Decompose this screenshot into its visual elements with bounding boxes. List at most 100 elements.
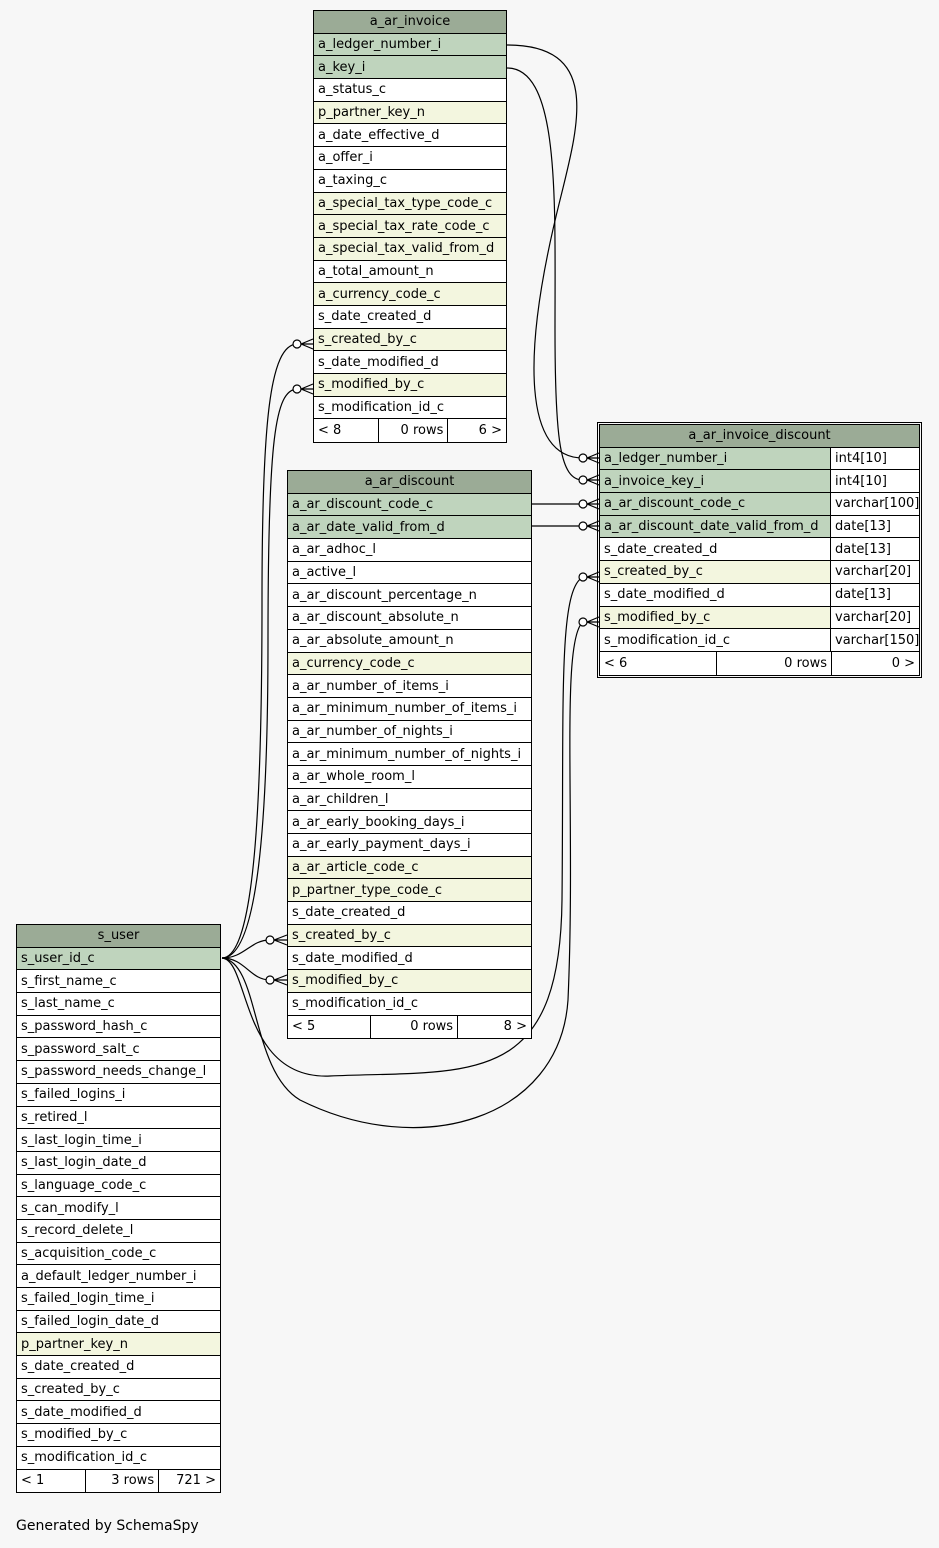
table-header[interactable]: s_user [17, 925, 220, 948]
column-p-partner-key-n[interactable]: p_partner_key_n [17, 1333, 220, 1357]
column-s-modification-id-c[interactable]: s_modification_id_c [314, 396, 506, 420]
column-s-modified-by-c[interactable]: s_modified_by_c [17, 1424, 220, 1447]
column-s-date-created-d[interactable]: s_date_created_d [17, 1356, 220, 1379]
column-a-status-c[interactable]: a_status_c [314, 79, 506, 102]
column-s-created-by-c[interactable]: s_created_by_c [288, 924, 531, 948]
column-s-retired-l[interactable]: s_retired_l [17, 1106, 220, 1130]
column-a-ar-discount-percentage-n[interactable]: a_ar_discount_percentage_n [288, 584, 531, 608]
table-header[interactable]: a_ar_invoice [314, 11, 506, 34]
table-header[interactable]: a_ar_discount [288, 471, 531, 494]
column-s-password-hash-c[interactable]: s_password_hash_c [17, 1015, 220, 1039]
children-link[interactable]: 721 > [176, 1473, 216, 1489]
children-link[interactable]: 0 > [891, 655, 915, 671]
children-link[interactable]: 6 > [478, 423, 502, 439]
link-invoice-created-by [221, 343, 298, 959]
column-s-password-needs-change-l[interactable]: s_password_needs_change_l [17, 1061, 220, 1084]
column-s-modification-id-c[interactable]: s_modification_id_c [288, 992, 531, 1016]
column-type: date[13] [831, 515, 919, 538]
column-type: varchar[20] [831, 606, 919, 629]
column-p-partner-key-n[interactable]: p_partner_key_n [314, 101, 506, 125]
column-s-modified-by-c[interactable]: s_modified_by_c [314, 374, 506, 397]
column-a-ar-early-booking-days-i[interactable]: a_ar_early_booking_days_i [288, 811, 531, 834]
column-a-ar-minimum-number-of-items-i[interactable]: a_ar_minimum_number_of_items_i [288, 697, 531, 721]
column-s-failed-logins-i[interactable]: s_failed_logins_i [17, 1083, 220, 1107]
column-a-ar-discount-code-c[interactable]: a_ar_discount_code_c [288, 493, 531, 517]
column-s-acquisition-code-c[interactable]: s_acquisition_code_c [17, 1242, 220, 1266]
column-s-last-login-date-d[interactable]: s_last_login_date_d [17, 1151, 220, 1175]
column-a-currency-code-c[interactable]: a_currency_code_c [288, 652, 531, 676]
column-a-ar-number-of-items-i[interactable]: a_ar_number_of_items_i [288, 675, 531, 698]
column-s-password-salt-c[interactable]: s_password_salt_c [17, 1038, 220, 1062]
column-s-created-by-c[interactable]: s_created_by_c [314, 328, 506, 352]
parents-link[interactable]: < 8 [314, 419, 380, 443]
column-p-partner-type-code-c[interactable]: p_partner_type_code_c [288, 879, 531, 903]
link-invoice-modified-by [221, 388, 298, 959]
children-link[interactable]: 8 > [503, 1019, 527, 1035]
parents-link[interactable]: < 1 [17, 1469, 87, 1493]
column-s-last-login-time-i[interactable]: s_last_login_time_i [17, 1129, 220, 1152]
row-count: 0 rows [371, 1015, 459, 1039]
column-a-special-tax-valid-from-d[interactable]: a_special_tax_valid_from_d [314, 237, 506, 261]
parents-link[interactable]: < 6 [600, 651, 717, 675]
column-a-ar-adhoc-l[interactable]: a_ar_adhoc_l [288, 539, 531, 562]
column-s-language-code-c[interactable]: s_language_code_c [17, 1174, 220, 1198]
column-a-ar-early-payment-days-i[interactable]: a_ar_early_payment_days_i [288, 834, 531, 857]
column-s-date-created-d[interactable]: s_date_created_d [288, 902, 531, 925]
column-a-ar-whole-room-l[interactable]: a_ar_whole_room_l [288, 765, 531, 789]
column-a-default-ledger-number-i[interactable]: a_default_ledger_number_i [17, 1265, 220, 1288]
column-a-ar-minimum-number-of-nights-i[interactable]: a_ar_minimum_number_of_nights_i [288, 743, 531, 766]
column-a-special-tax-type-code-c[interactable]: a_special_tax_type_code_c [314, 192, 506, 216]
column-a-ledger-number-i[interactable]: a_ledger_number_i [314, 33, 506, 57]
column-a-ar-children-l[interactable]: a_ar_children_l [288, 788, 531, 812]
row-count: 0 rows [717, 651, 832, 675]
column-a-active-l[interactable]: a_active_l [288, 561, 531, 585]
column-a-ar-article-code-c[interactable]: a_ar_article_code_c [288, 856, 531, 880]
generated-by-credit: Generated by SchemaSpy [16, 1518, 199, 1534]
column-name: s_modification_id_c [600, 629, 831, 651]
column-a-total-amount-n[interactable]: a_total_amount_n [314, 260, 506, 284]
column-s-can-modify-l[interactable]: s_can_modify_l [17, 1197, 220, 1220]
column-s-failed-login-time-i[interactable]: s_failed_login_time_i [17, 1288, 220, 1311]
column-a-ar-absolute-amount-n[interactable]: a_ar_absolute_amount_n [288, 629, 531, 653]
column-s-last-name-c[interactable]: s_last_name_c [17, 993, 220, 1016]
column-a-date-effective-d[interactable]: a_date_effective_d [314, 124, 506, 148]
link-discount-modified-by [221, 957, 271, 981]
column-s-date-created-d[interactable]: s_date_created_d [314, 305, 506, 329]
column-s-created-by-c[interactable]: s_created_by_c [17, 1378, 220, 1402]
column-s-modification-id-c[interactable]: s_modification_id_c [17, 1446, 220, 1470]
link-ledger-number [506, 44, 584, 459]
column-a-special-tax-rate-code-c[interactable]: a_special_tax_rate_code_c [314, 215, 506, 238]
column-a-key-i[interactable]: a_key_i [314, 56, 506, 80]
column-type: int4[10] [831, 470, 919, 493]
column-a-ar-number-of-nights-i[interactable]: a_ar_number_of_nights_i [288, 720, 531, 744]
column-a-ar-date-valid-from-d[interactable]: a_ar_date_valid_from_d [288, 516, 531, 540]
column-s-failed-login-date-d[interactable]: s_failed_login_date_d [17, 1310, 220, 1334]
column-s-date-modified-d[interactable]: s_date_modified_d [17, 1401, 220, 1425]
column-s-date-modified-d[interactable]: s_date_modified_d [314, 351, 506, 374]
column-a-taxing-c[interactable]: a_taxing_c [314, 169, 506, 193]
column-a-offer-i[interactable]: a_offer_i [314, 147, 506, 170]
parents-link[interactable]: < 5 [288, 1015, 371, 1039]
optional-end-icon [292, 384, 302, 394]
column-s-record-delete-l[interactable]: s_record_delete_l [17, 1219, 220, 1243]
column-a-currency-code-c[interactable]: a_currency_code_c [314, 283, 506, 306]
column-s-modified-by-c[interactable]: s_modified_by_c [288, 970, 531, 993]
column-a-ar-discount-absolute-n[interactable]: a_ar_discount_absolute_n [288, 607, 531, 630]
table-header[interactable]: a_ar_invoice_discount [600, 425, 919, 448]
column-s-date-modified-d[interactable]: s_date_modified_d [288, 947, 531, 971]
column-s-first-name-c[interactable]: s_first_name_c [17, 970, 220, 994]
column-s-user-id-c[interactable]: s_user_id_c [17, 947, 220, 971]
